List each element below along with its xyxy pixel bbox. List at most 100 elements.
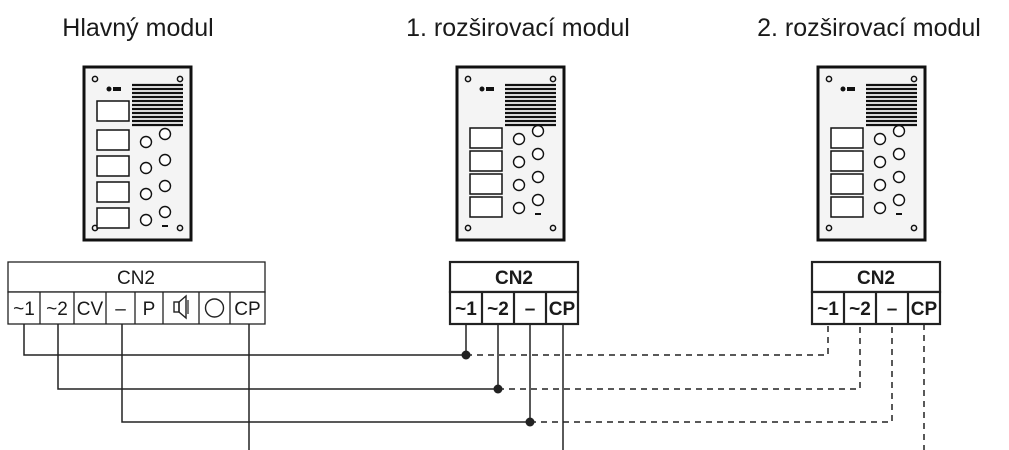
terminal-4: P bbox=[134, 292, 156, 324]
wire-ext1-minus-to-ext2-minus bbox=[530, 324, 893, 423]
call-button bbox=[531, 124, 545, 138]
call-button bbox=[531, 170, 545, 184]
title-main-module: Hlavný modul bbox=[62, 14, 213, 42]
connector-main-label: CN2 bbox=[117, 268, 155, 289]
call-button bbox=[892, 170, 906, 184]
terminal-2: – bbox=[874, 292, 898, 324]
camera-icon bbox=[479, 86, 485, 92]
wire-ext1-2-to-ext2-2 bbox=[498, 324, 861, 390]
svg-text:–: – bbox=[887, 299, 898, 320]
svg-text:P: P bbox=[143, 299, 156, 320]
screw-icon bbox=[549, 224, 557, 232]
svg-text:~2: ~2 bbox=[46, 299, 68, 320]
call-button bbox=[158, 205, 172, 219]
svg-text:CV: CV bbox=[77, 299, 104, 320]
call-button bbox=[158, 153, 172, 167]
call-button bbox=[531, 193, 545, 207]
terminal-0: ~1 bbox=[13, 299, 35, 320]
terminal-1: ~2 bbox=[39, 292, 68, 324]
wiring-dashed bbox=[466, 324, 925, 450]
screw-icon bbox=[910, 224, 918, 232]
call-button bbox=[139, 187, 153, 201]
name-button bbox=[96, 100, 130, 122]
svg-text:–: – bbox=[115, 299, 126, 320]
call-button bbox=[512, 178, 526, 192]
wire-main-1-to-ext1-1 bbox=[23, 324, 467, 356]
screw-icon bbox=[825, 75, 833, 83]
svg-text:CP: CP bbox=[911, 299, 938, 320]
screw-icon bbox=[176, 224, 184, 232]
circle-icon bbox=[198, 292, 225, 324]
wiring-solid bbox=[23, 324, 564, 450]
call-button bbox=[512, 132, 526, 146]
name-button bbox=[469, 150, 503, 172]
svg-text:~1: ~1 bbox=[817, 299, 839, 320]
svg-text:~2: ~2 bbox=[487, 299, 509, 320]
name-button bbox=[96, 155, 130, 177]
call-button bbox=[512, 155, 526, 169]
indicator-mark bbox=[535, 213, 541, 215]
door-panel-extension-2 bbox=[816, 65, 927, 242]
call-button bbox=[892, 193, 906, 207]
svg-text:–: – bbox=[525, 299, 536, 320]
call-button bbox=[892, 124, 906, 138]
name-button bbox=[96, 181, 130, 203]
camera-icon bbox=[840, 86, 846, 92]
call-button bbox=[512, 201, 526, 215]
indicator-mark bbox=[896, 213, 902, 215]
svg-text:CP: CP bbox=[549, 299, 576, 320]
call-button bbox=[139, 161, 153, 175]
call-button bbox=[139, 135, 153, 149]
screw-icon bbox=[91, 75, 99, 83]
door-panel-main bbox=[82, 65, 193, 242]
logo-icon bbox=[847, 87, 855, 91]
name-button bbox=[96, 207, 130, 229]
screw-icon bbox=[549, 75, 557, 83]
terminal-7: CP bbox=[229, 292, 261, 324]
terminal-0: ~1 bbox=[817, 299, 839, 320]
svg-text:~1: ~1 bbox=[455, 299, 477, 320]
call-button bbox=[873, 201, 887, 215]
call-button bbox=[892, 147, 906, 161]
terminal-1: ~2 bbox=[480, 292, 509, 324]
svg-text:CP: CP bbox=[234, 299, 260, 320]
call-button bbox=[158, 127, 172, 141]
logo-icon bbox=[486, 87, 494, 91]
screw-icon bbox=[464, 75, 472, 83]
terminal-3: CP bbox=[544, 292, 576, 324]
terminal-2: – bbox=[512, 292, 536, 324]
wire-main-2-to-ext1-2 bbox=[57, 324, 499, 390]
wire-main-minus-to-ext1-minus bbox=[121, 324, 531, 423]
connector-ext1: CN2 ~1~2–CP bbox=[448, 260, 580, 326]
terminal-1: ~2 bbox=[842, 292, 871, 324]
junction-dots bbox=[461, 350, 535, 427]
title-extension-module-1: 1. rozširovací modul bbox=[406, 14, 630, 42]
screw-icon bbox=[176, 75, 184, 83]
junction-dot bbox=[493, 384, 503, 394]
call-button bbox=[873, 178, 887, 192]
call-button bbox=[139, 213, 153, 227]
logo-icon bbox=[113, 87, 121, 91]
connector-main: CN2 ~1 ~2 CV–P CP bbox=[7, 261, 266, 325]
connector-ext2: CN2 ~1 ~2–CP bbox=[810, 260, 942, 326]
call-button bbox=[531, 147, 545, 161]
call-button bbox=[158, 179, 172, 193]
title-extension-module-2: 2. rozširovací modul bbox=[757, 14, 981, 42]
screw-icon bbox=[910, 75, 918, 83]
wire-ext1-1-to-ext2-1 bbox=[466, 324, 829, 356]
name-button bbox=[830, 127, 864, 149]
terminal-3: – bbox=[105, 292, 126, 324]
speaker-icon bbox=[162, 292, 189, 324]
connector-ext2-label: CN2 bbox=[857, 268, 895, 289]
terminal-3: CP bbox=[906, 292, 938, 324]
svg-text:~2: ~2 bbox=[849, 299, 871, 320]
indicator-mark bbox=[162, 225, 168, 227]
junction-dot bbox=[461, 350, 471, 360]
screw-icon bbox=[825, 224, 833, 232]
name-button bbox=[830, 196, 864, 218]
junction-dot bbox=[525, 417, 535, 427]
call-button bbox=[873, 155, 887, 169]
name-button bbox=[830, 150, 864, 172]
terminal-0: ~1 bbox=[455, 299, 477, 320]
